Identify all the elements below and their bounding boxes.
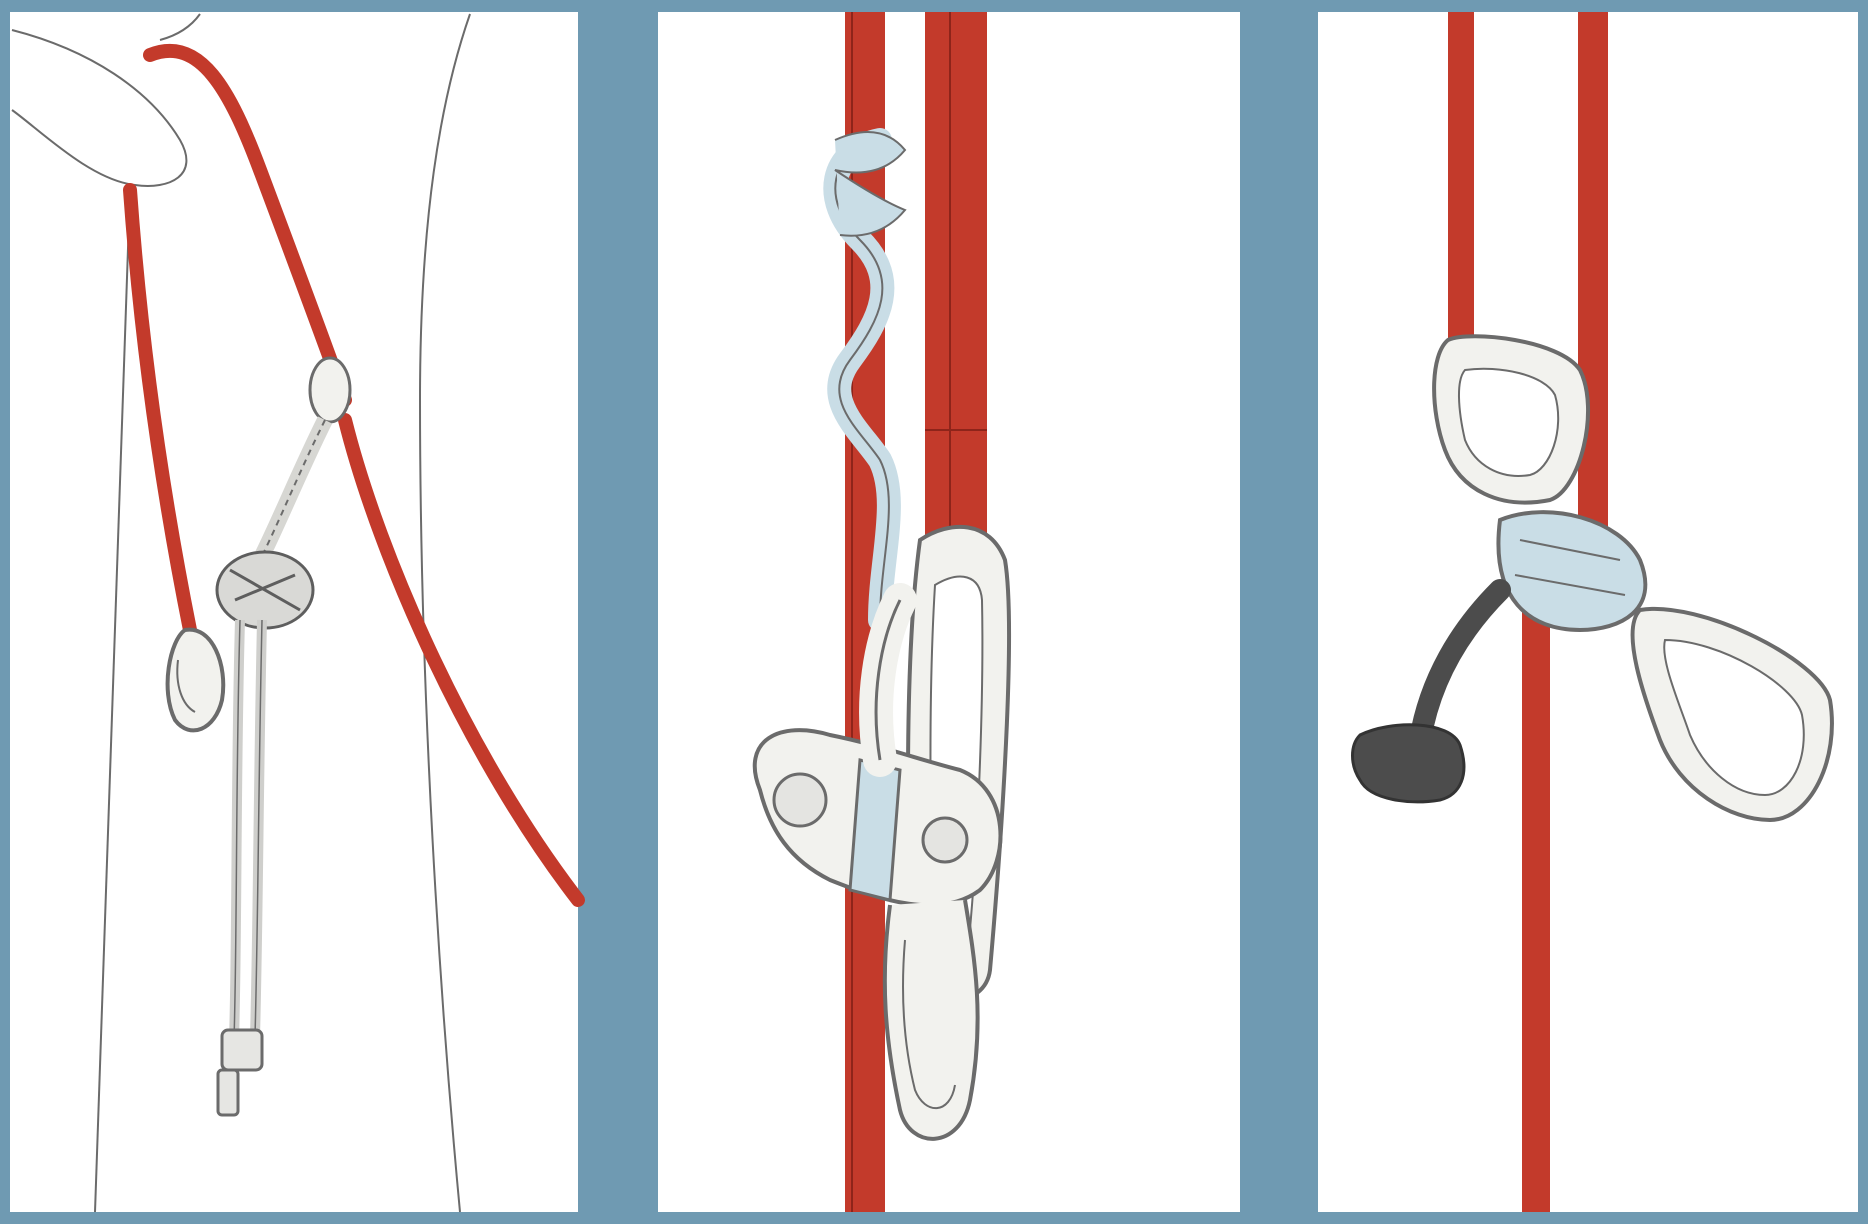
body-right-outline: [420, 14, 470, 1212]
panel-divider-1: [578, 0, 658, 1224]
panel-harness-setup: [12, 14, 578, 1212]
carabiner-icon: [1633, 609, 1832, 820]
carabiner-icon: [1434, 336, 1588, 502]
shoulder-outline: [160, 14, 200, 40]
foot-loop-icon: [1353, 590, 1501, 802]
lanyard-icon: [217, 358, 350, 1115]
carabiner-icon: [168, 630, 224, 731]
panel-divider-2: [1240, 0, 1318, 1224]
body-left-outline: [95, 190, 130, 1212]
rope-icon: [130, 51, 578, 900]
panel-descender-device: [755, 12, 1009, 1212]
frame-right-bar: [1858, 0, 1868, 1224]
panel-rope-clamp: [1353, 12, 1832, 1212]
rope-clamp-icon: [1498, 512, 1645, 630]
frame-top-bar: [0, 0, 1868, 12]
frame-left-bar: [0, 0, 10, 1224]
frame-bottom-bar: [0, 1212, 1868, 1224]
